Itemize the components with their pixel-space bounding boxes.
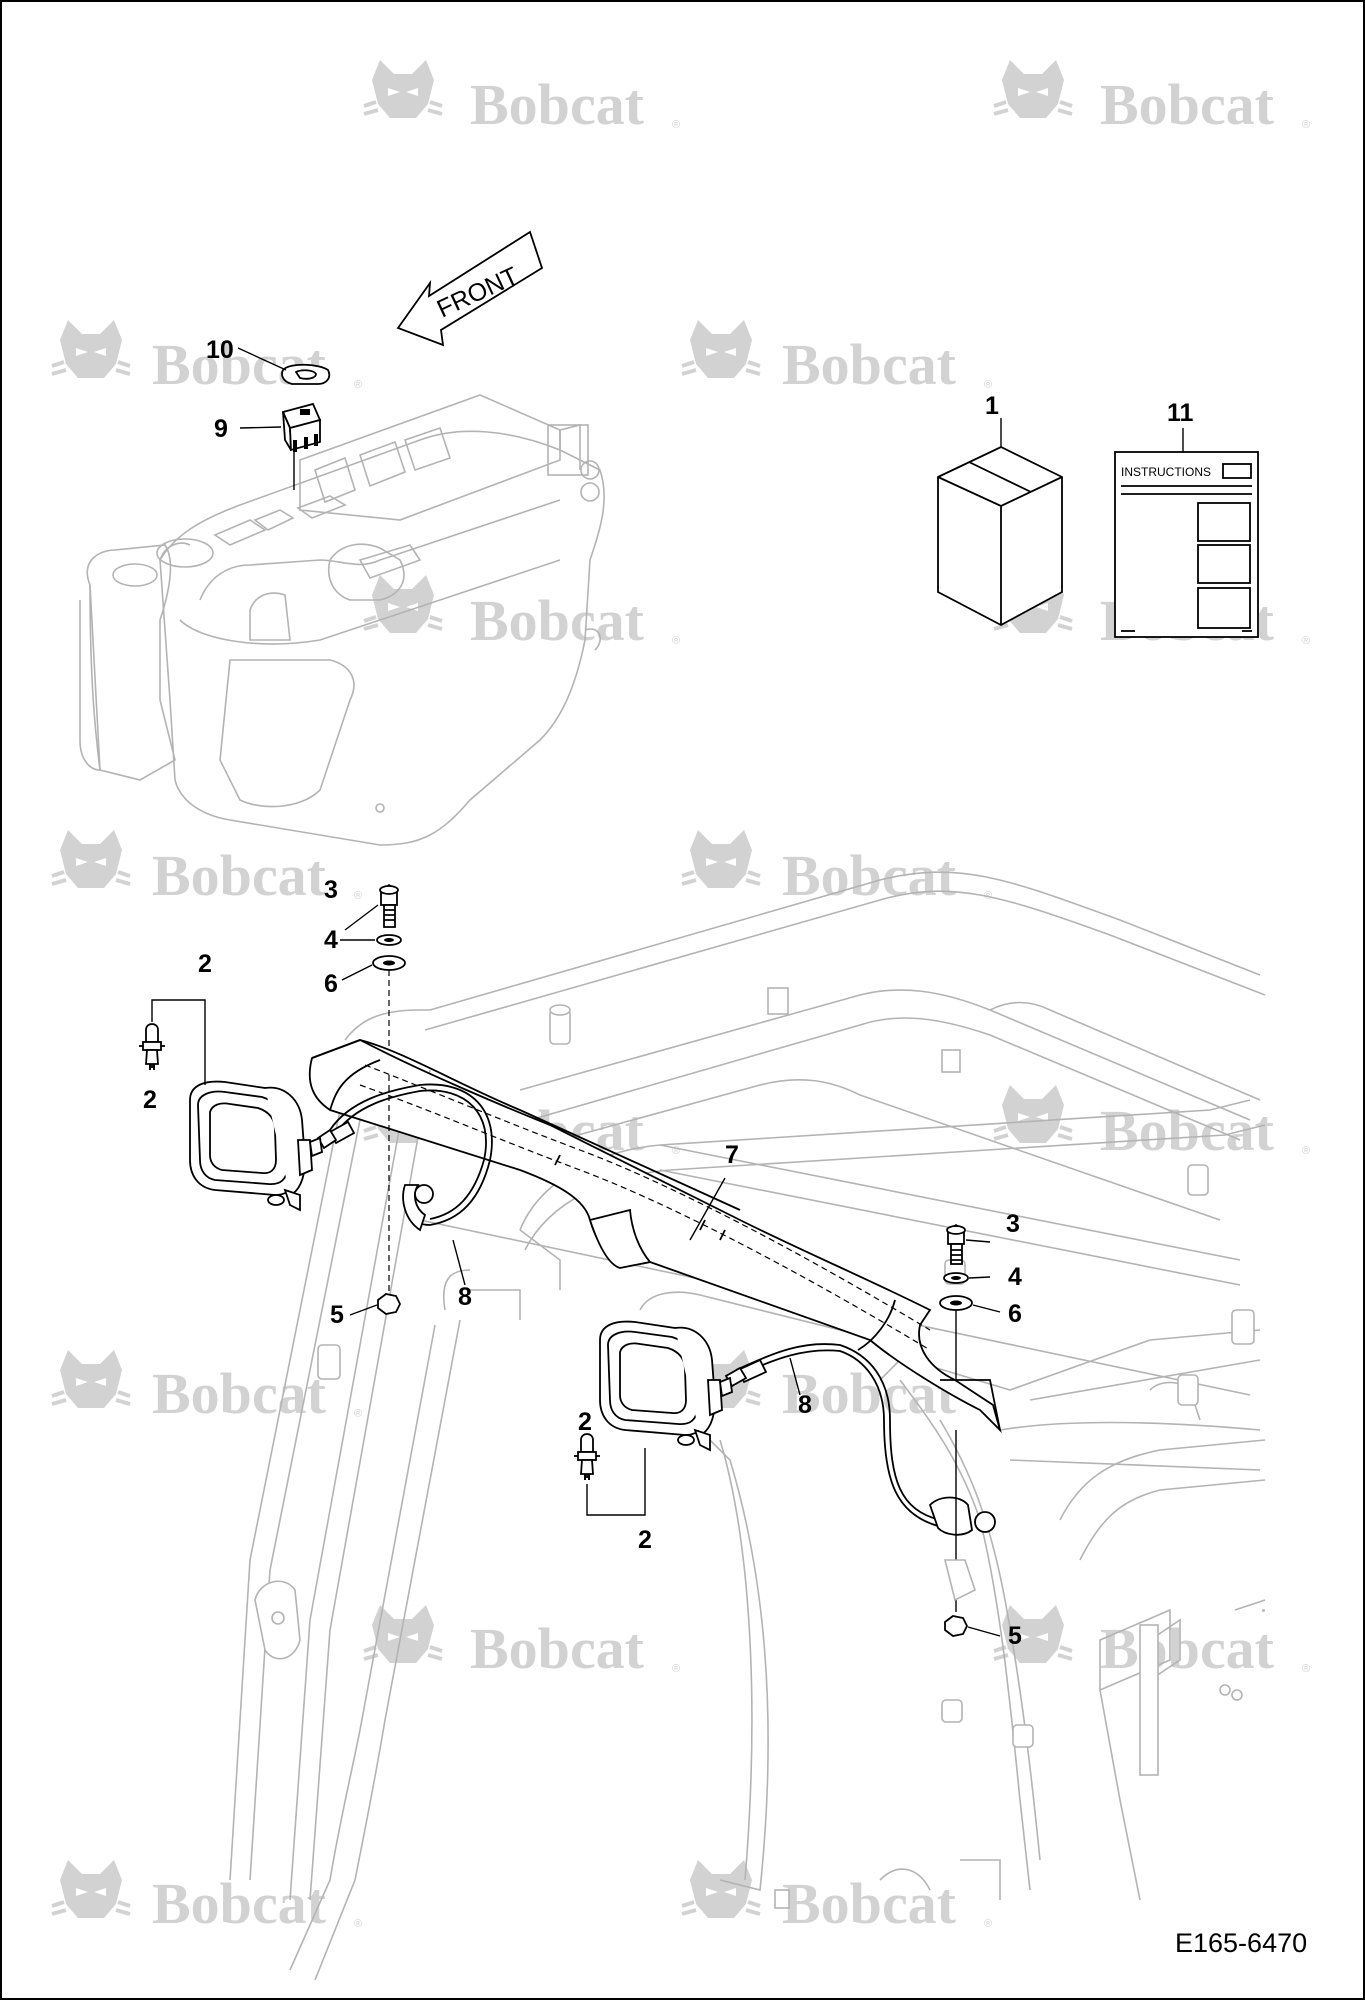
watermark-text: Bobcat xyxy=(782,332,957,397)
leader-lines xyxy=(237,347,1184,1637)
callout-6-right: 6 xyxy=(1008,1300,1022,1328)
flat-washer-right xyxy=(939,1295,973,1311)
watermark-mark: ® xyxy=(1302,119,1310,131)
front-arrow: FRONT xyxy=(396,230,544,347)
instruction-sheet-title: INSTRUCTIONS xyxy=(1121,465,1211,479)
work-light-right xyxy=(599,1320,733,1452)
callout-8-right: 8 xyxy=(798,1391,812,1419)
watermark-mark: ® xyxy=(354,379,362,391)
watermark-mark: ® xyxy=(354,1918,362,1930)
nut-left xyxy=(377,1293,402,1315)
callout-1: 1 xyxy=(985,392,999,420)
watermark-text: Bobcat xyxy=(1100,72,1275,137)
watermark-text: Bobcat xyxy=(470,1616,645,1681)
watermark-mark: ® xyxy=(672,119,680,131)
work-light-left xyxy=(189,1080,323,1212)
watermark-mark: ® xyxy=(672,1145,680,1157)
instruction-sheet: INSTRUCTIONS xyxy=(1114,451,1259,638)
watermark-text: Bobcat xyxy=(782,843,957,908)
wire-harness xyxy=(316,1083,996,1536)
callout-9: 9 xyxy=(214,415,228,443)
bracket-right xyxy=(943,1559,976,1602)
light-bulb-left xyxy=(139,1023,165,1070)
callout-2-bulb-left: 2 xyxy=(143,1086,157,1114)
callout-2-bulb-right: 2 xyxy=(578,1408,592,1436)
flat-washer-left xyxy=(372,955,406,971)
leader-light-right xyxy=(586,1448,646,1516)
switch-insert xyxy=(281,363,331,385)
callouts: 10 9 1 11 3 4 6 2 2 5 8 7 3 4 6 8 2 2 5 xyxy=(143,336,1194,1650)
callout-11: 11 xyxy=(1167,399,1194,427)
parts-box xyxy=(937,446,1063,627)
callout-5-right: 5 xyxy=(1008,1622,1022,1650)
callout-4-left: 4 xyxy=(324,926,338,954)
callout-5-left: 5 xyxy=(330,1301,344,1329)
callout-6-left: 6 xyxy=(324,970,338,998)
cab-frame xyxy=(229,871,1266,1981)
watermark-mark: ® xyxy=(672,635,680,647)
watermark-mark: ® xyxy=(1302,1145,1310,1157)
watermark-mark: ® xyxy=(1302,635,1310,647)
watermark-mark: ® xyxy=(354,890,362,902)
watermark-text: Bobcat xyxy=(1100,1098,1275,1163)
control-console xyxy=(79,394,605,846)
watermark-text: Bobcat xyxy=(470,72,645,137)
watermark-mark: ® xyxy=(984,1918,992,1930)
lock-washer-right xyxy=(943,1272,969,1284)
watermark-text: Bobcat xyxy=(1100,1616,1275,1681)
watermark-mark: ® xyxy=(1302,1663,1310,1675)
lock-washer-left xyxy=(376,934,402,946)
rocker-switch xyxy=(281,402,322,490)
callout-4-right: 4 xyxy=(1008,1263,1022,1291)
watermark-text: Bobcat xyxy=(152,1361,327,1426)
callout-2-light-left: 2 xyxy=(198,950,212,978)
nut-right xyxy=(944,1615,969,1637)
bolt-right xyxy=(946,1223,966,1265)
callout-10: 10 xyxy=(206,336,234,364)
watermark-mark: ® xyxy=(354,1408,362,1420)
watermark-text: Bobcat xyxy=(782,1871,957,1936)
callout-2-light-right: 2 xyxy=(638,1526,652,1554)
watermark-text: Bobcat xyxy=(470,588,645,653)
bolt-left xyxy=(379,883,399,928)
watermark-text: Bobcat xyxy=(152,843,327,908)
light-bulb-right xyxy=(574,1433,600,1480)
watermark-text: Bobcat xyxy=(152,1871,327,1936)
watermark-mark: ® xyxy=(984,379,992,391)
leader-light-left xyxy=(151,999,206,1085)
light-bar xyxy=(308,1039,1002,1434)
callout-7: 7 xyxy=(725,1141,739,1169)
watermark-mark: ® xyxy=(672,1663,680,1675)
callout-8-left: 8 xyxy=(458,1283,472,1311)
document-id: E165-6470 xyxy=(1175,1928,1307,1958)
watermark-layer: Bobcat ® Bobcat ® Bobcat ® Bobcat ® Bobc… xyxy=(50,58,1310,1936)
callout-3-right: 3 xyxy=(1006,1210,1020,1238)
callout-3-left: 3 xyxy=(324,876,338,904)
